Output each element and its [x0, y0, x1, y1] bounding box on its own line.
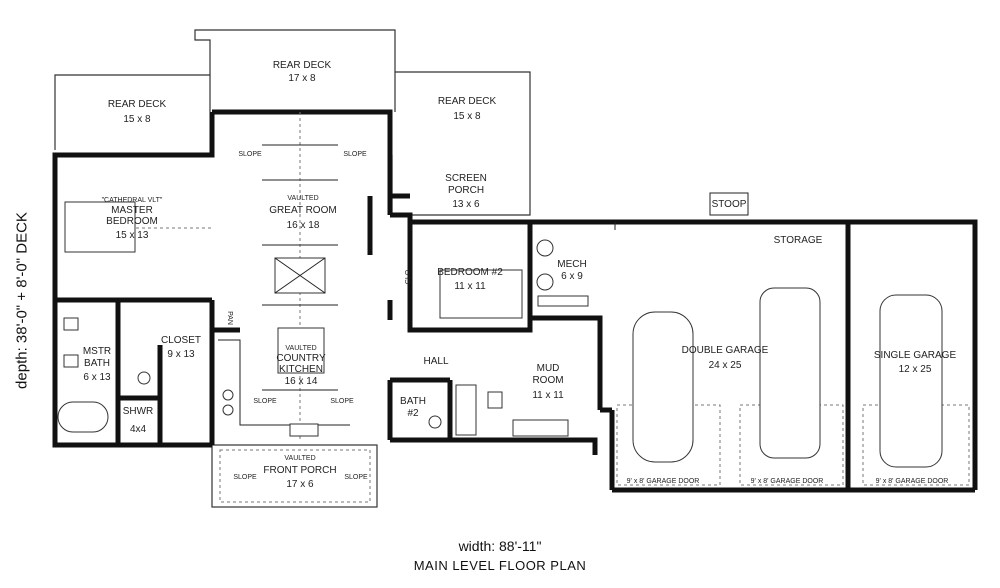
- mech-size: 6 x 9: [561, 271, 583, 282]
- bedroom-fixtures: [57, 201, 589, 437]
- great-room-details: [70, 112, 350, 440]
- rear-deck-left-name: REAR DECK: [108, 99, 167, 110]
- exterior-walls: [52, 109, 978, 493]
- clo-name: CLO: [405, 269, 412, 284]
- front-porch-outline: [211, 444, 378, 508]
- master-bedroom-name1: MASTER: [111, 205, 153, 216]
- master-bedroom-note: "CATHEDRAL VLT": [102, 197, 163, 204]
- plan-title: MAIN LEVEL FLOOR PLAN: [413, 558, 587, 573]
- master-bedroom-size: 15 x 13: [116, 230, 149, 241]
- slope-label: SLOPE: [238, 151, 262, 158]
- screen-porch-size: 13 x 6: [452, 199, 480, 210]
- rear-deck-left-size: 15 x 8: [123, 114, 151, 125]
- rear-deck-right-name: REAR DECK: [438, 96, 497, 107]
- double-garage-size: 24 x 25: [709, 360, 742, 371]
- screen-porch-name2: PORCH: [448, 185, 484, 196]
- shwr-size: 4x4: [130, 424, 147, 435]
- great-room-size: 16 x 18: [287, 220, 320, 231]
- interior-walls: [55, 193, 533, 445]
- front-porch-name1: VAULTED: [284, 455, 315, 462]
- shwr-name: SHWR: [123, 406, 154, 417]
- mud-room-name1: MUD: [537, 363, 560, 374]
- double-garage-name: DOUBLE GARAGE: [682, 345, 769, 356]
- rear-deck-center-size: 17 x 8: [288, 73, 316, 84]
- mud-room-name2: ROOM: [532, 375, 563, 386]
- bedroom2-size: 11 x 11: [454, 281, 486, 292]
- front-porch-size: 17 x 6: [286, 479, 314, 490]
- single-garage-name: SINGLE GARAGE: [874, 350, 957, 361]
- slope-label: SLOPE: [344, 474, 368, 481]
- kitchen-name3: KITCHEN: [279, 364, 323, 375]
- garage-door-label: 9' x 8' GARAGE DOOR: [751, 478, 824, 485]
- single-garage-size: 12 x 25: [899, 364, 932, 375]
- width-dimension: width: 88'-11": [458, 538, 542, 554]
- great-room-name2: GREAT ROOM: [269, 205, 336, 216]
- slope-label: SLOPE: [330, 398, 354, 405]
- screen-porch-name1: SCREEN: [445, 173, 487, 184]
- garage-door-label: 9' x 8' GARAGE DOOR: [876, 478, 949, 485]
- mstr-bath-name2: BATH: [84, 358, 110, 369]
- kitchen-name1: VAULTED: [285, 345, 316, 352]
- hall-name: HALL: [423, 356, 448, 367]
- great-room-name1: VAULTED: [287, 195, 318, 202]
- mstr-bath-size: 6 x 13: [83, 372, 111, 383]
- slope-label: SLOPE: [253, 398, 277, 405]
- bath2-name1: BATH: [400, 396, 426, 407]
- pan-name: PAN: [226, 311, 233, 325]
- slope-label: SLOPE: [343, 151, 367, 158]
- slope-markers: SLOPE SLOPE SLOPE SLOPE SLOPE SLOPE: [233, 151, 368, 481]
- front-porch-name2: FRONT PORCH: [263, 465, 336, 476]
- kitchen-size: 16 x 14: [285, 376, 318, 387]
- slope-label: SLOPE: [233, 474, 257, 481]
- garage-details: [614, 192, 970, 486]
- room-labels: REAR DECK 17 x 8 REAR DECK 15 x 8 REAR D…: [83, 60, 957, 490]
- storage-name: STORAGE: [774, 235, 823, 246]
- garage-door-label: 9' x 8' GARAGE DOOR: [627, 478, 700, 485]
- master-bedroom-name2: BEDROOM: [106, 216, 158, 227]
- rear-deck-center-name: REAR DECK: [273, 60, 332, 71]
- depth-dimension: depth: 38'-0" + 8'-0" DECK: [13, 212, 31, 389]
- closet-size: 9 x 13: [167, 349, 195, 360]
- mech-name: MECH: [557, 259, 586, 270]
- stoop-name: STOOP: [712, 199, 747, 210]
- mstr-bath-name1: MSTR: [83, 346, 111, 357]
- mud-room-size: 11 x 11: [532, 390, 564, 401]
- kitchen-name2: COUNTRY: [276, 353, 326, 364]
- bath2-name2: #2: [407, 408, 419, 419]
- closet-name: CLOSET: [161, 335, 201, 346]
- rear-deck-right-size: 15 x 8: [453, 111, 481, 122]
- bedroom2-name: BEDROOM #2: [437, 267, 503, 278]
